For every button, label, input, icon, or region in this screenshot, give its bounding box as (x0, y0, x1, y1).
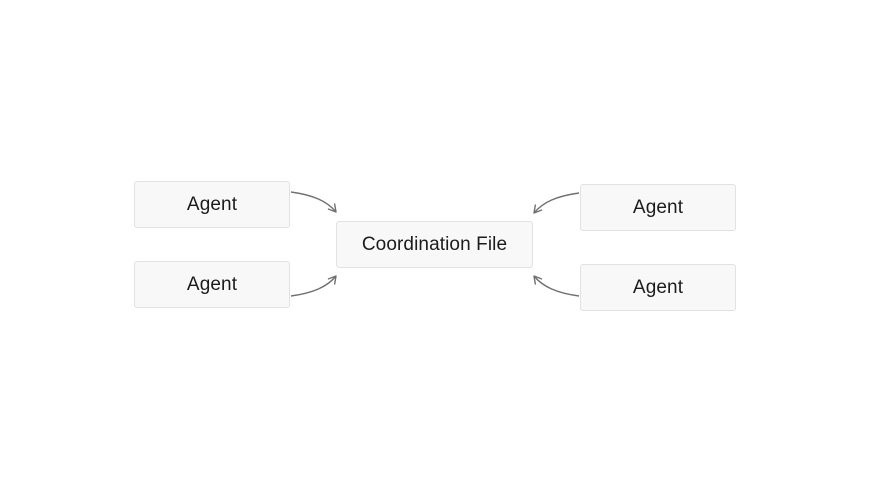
agent-label: Agent (186, 193, 238, 215)
agent-label: Agent (186, 273, 238, 295)
agent-node-bottom-right: Agent (580, 264, 736, 311)
agent-label: Agent (632, 276, 684, 298)
arrow-agent-top-left-to-file (290, 191, 337, 213)
agent-node-top-left: Agent (134, 181, 290, 228)
arrow-agent-bottom-left-to-file (290, 275, 337, 297)
coordination-file-label: Coordination File (361, 233, 508, 255)
agent-node-top-right: Agent (580, 184, 736, 231)
arrow-agent-bottom-right-to-file (533, 275, 580, 297)
coordination-file-node: Coordination File (336, 221, 533, 268)
agent-label: Agent (632, 196, 684, 218)
arrow-agent-top-right-to-file (533, 192, 580, 214)
agent-node-bottom-left: Agent (134, 261, 290, 308)
